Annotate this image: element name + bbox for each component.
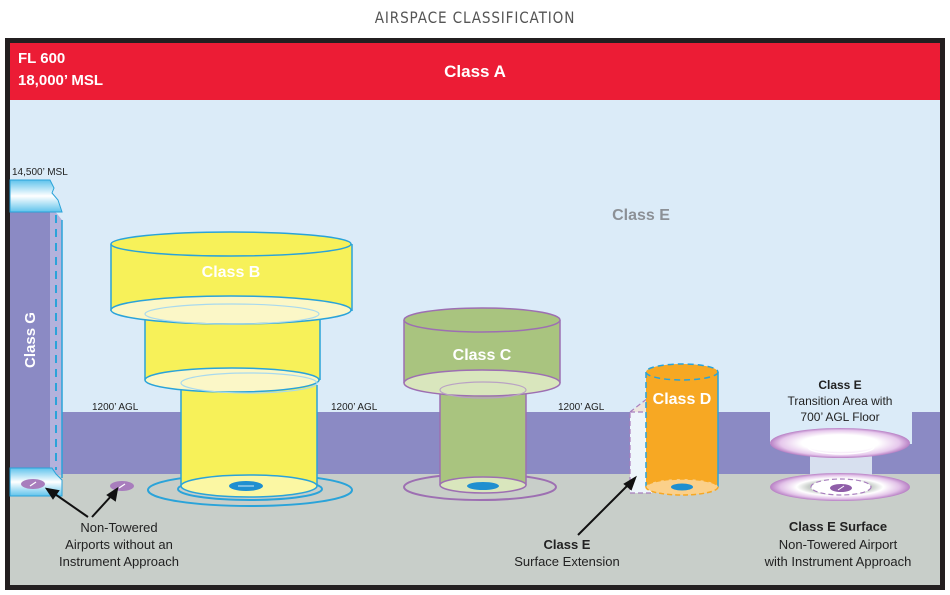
transition-area-line1: Transition Area with xyxy=(788,394,893,408)
class-e-surface-title: Class E Surface xyxy=(789,519,887,534)
agl-label-2: 1200’ AGL xyxy=(331,402,378,413)
14500-msl-label: 14,500’ MSL xyxy=(12,167,68,178)
non-towered-line1: Non-Towered xyxy=(80,520,157,535)
non-towered-line3: Instrument Approach xyxy=(59,554,179,569)
class-a-band xyxy=(10,43,940,100)
class-d-label: Class D xyxy=(653,391,712,408)
surface-extension-title: Class E xyxy=(544,537,591,552)
class-g-label: Class G xyxy=(22,312,39,368)
agl-label-3: 1200’ AGL xyxy=(558,402,605,413)
class-a-label: Class A xyxy=(444,62,506,81)
class-b-label: Class B xyxy=(202,264,261,281)
callout-arrows xyxy=(44,475,637,536)
non-towered-line2: Airports without an xyxy=(65,537,173,552)
class-e-transition-area xyxy=(770,428,910,501)
diagram-title: AIRSPACE CLASSIFICATION xyxy=(374,8,576,27)
class-d-airspace xyxy=(645,363,719,496)
class-e-surface-line1: Non-Towered Airport xyxy=(779,537,898,552)
surface-extension-line1: Surface Extension xyxy=(514,554,620,569)
fl600-label: FL 600 xyxy=(18,50,65,67)
transition-area-line2: 700’ AGL Floor xyxy=(800,410,879,424)
class-e-surface-line2: with Instrument Approach xyxy=(764,554,912,569)
class-b-airspace xyxy=(110,231,353,507)
class-c-label: Class C xyxy=(453,347,512,364)
transition-area-title: Class E xyxy=(818,378,861,392)
agl-label-1: 1200’ AGL xyxy=(92,402,139,413)
18000-msl-label: 18,000’ MSL xyxy=(18,72,103,89)
class-c-airspace xyxy=(403,307,561,501)
class-e-label: Class E xyxy=(612,207,670,224)
